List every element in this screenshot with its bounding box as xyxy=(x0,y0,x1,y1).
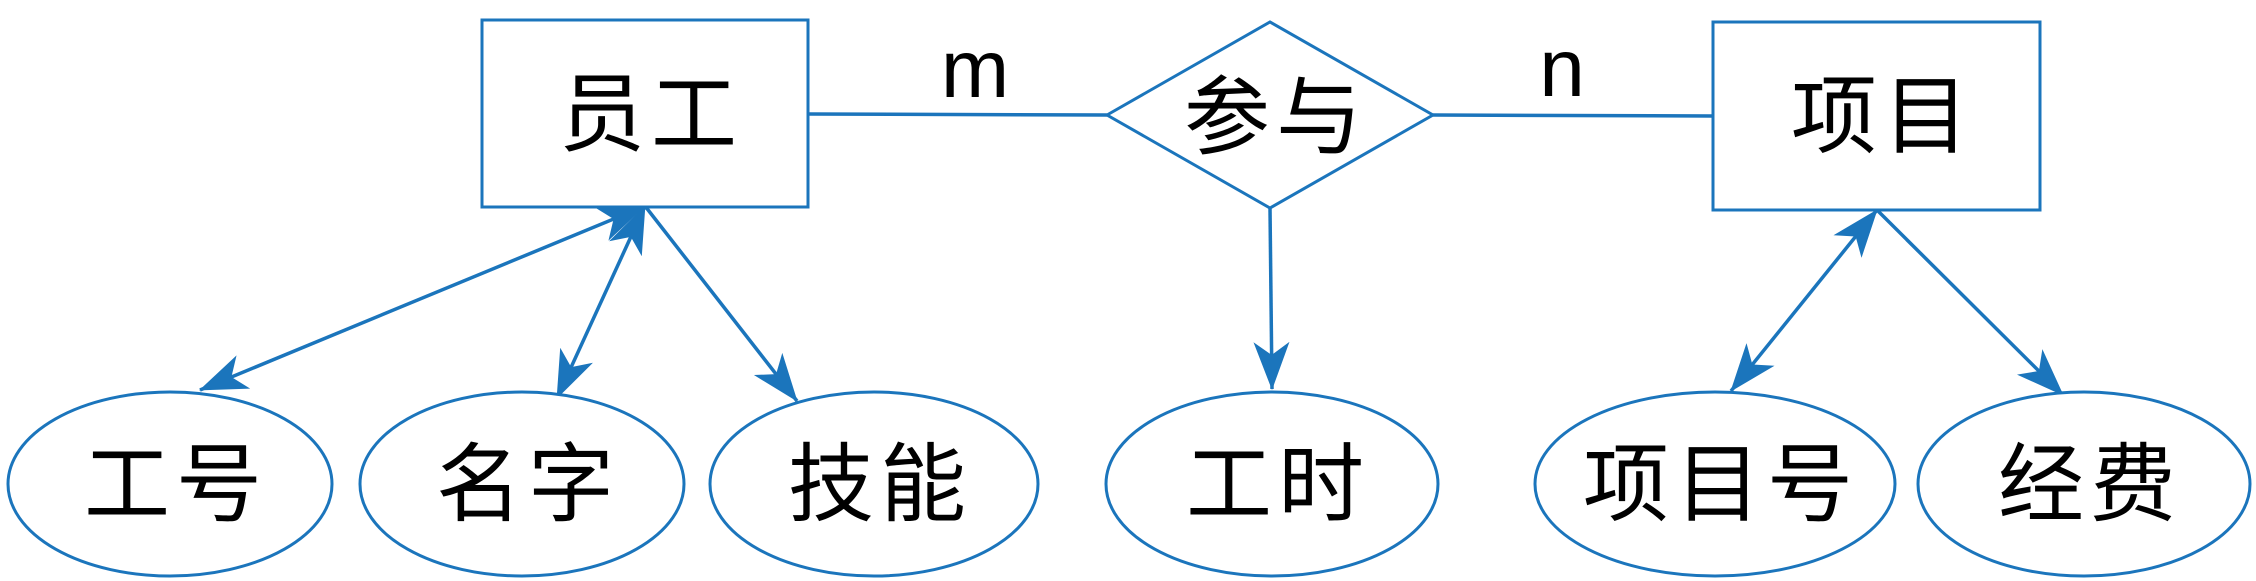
attribute-skill-label: 技能 xyxy=(788,435,972,535)
connector-employee-skill xyxy=(643,204,799,403)
attribute-employeeid-label: 工号 xyxy=(84,435,268,535)
attribute-worktime-ellipse xyxy=(1104,390,1440,578)
connector-participate-project xyxy=(1432,113,1714,118)
connector-employee-name xyxy=(555,205,647,399)
entity-employee-box xyxy=(480,18,810,209)
entity-project-label: 项目 xyxy=(1791,67,1975,167)
connector-project-funds xyxy=(1875,208,2065,397)
relationship-participate-diamond xyxy=(1103,20,1437,210)
connector-employee-employeeid xyxy=(199,204,646,392)
connector-employee-participate xyxy=(807,112,1108,117)
cardinality-n-label: n xyxy=(1539,23,1585,114)
entity-employee-label: 员工 xyxy=(559,65,743,165)
attribute-projectid-ellipse xyxy=(1533,390,1897,578)
attribute-funds-ellipse xyxy=(1916,390,2252,578)
attribute-name-ellipse xyxy=(358,390,686,578)
attribute-employeeid-ellipse xyxy=(6,390,334,578)
attribute-worktime-label: 工时 xyxy=(1186,435,1370,535)
entity-project-box xyxy=(1711,20,2042,212)
connector-project-projectid xyxy=(1729,208,1879,393)
attribute-funds-label: 经费 xyxy=(1998,435,2182,535)
relationship-participate-label: 参与 xyxy=(1184,68,1368,168)
connector-participate-worktime xyxy=(1253,207,1290,390)
attribute-name-label: 名字 xyxy=(436,435,620,535)
attribute-skill-ellipse xyxy=(708,390,1040,578)
attribute-projectid-label: 项目号 xyxy=(1583,435,1859,535)
connectors xyxy=(199,112,2065,403)
cardinality-m-label: m xyxy=(941,24,1009,115)
